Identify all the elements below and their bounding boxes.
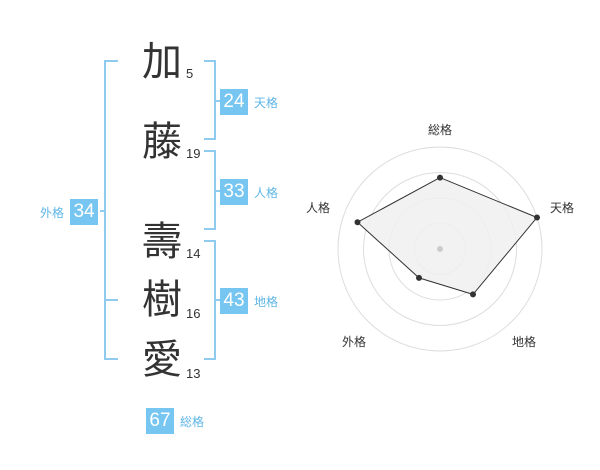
radar-axis-label-soukaku: 総格 xyxy=(428,122,452,137)
radar-axis-label-gaikaku: 外格 xyxy=(342,334,366,349)
stroke-count-2: 19 xyxy=(186,146,201,161)
jinkaku-label: 人格 xyxy=(254,185,279,200)
chikaku-badge: 43 地格 xyxy=(220,288,278,314)
name-char-2: 藤 xyxy=(142,119,182,165)
gaikaku-bracket xyxy=(104,60,118,360)
radar-points xyxy=(354,174,540,298)
radar-axis-label-tenkaku: 天格 xyxy=(550,200,574,215)
radar-polygon xyxy=(356,177,538,295)
gaikaku-badge: 34 外格 xyxy=(40,199,99,225)
name-char-1: 加 xyxy=(142,39,182,85)
radar-ring xyxy=(363,172,517,326)
radar-axis-label-chikaku: 地格 xyxy=(512,334,536,349)
tenkaku-badge: 24 天格 xyxy=(220,89,278,115)
chikaku-bracket-tick xyxy=(216,299,220,301)
jinkaku-value: 33 xyxy=(220,179,248,205)
radar-point-1 xyxy=(437,174,443,181)
soukaku-badge: 67 総格 xyxy=(146,408,204,434)
radar-axis-label-jinkaku: 人格 xyxy=(306,200,330,215)
stroke-count-1: 5 xyxy=(186,66,194,81)
name-char-3: 壽 xyxy=(142,219,182,265)
radar-point-4 xyxy=(416,274,422,281)
chikaku-value: 43 xyxy=(220,288,248,314)
gaikaku-bracket-tick xyxy=(100,210,104,212)
chikaku-label: 地格 xyxy=(254,294,279,309)
gaikaku-value: 34 xyxy=(70,199,99,225)
stroke-count-5: 13 xyxy=(186,366,201,381)
jinkaku-badge: 33 人格 xyxy=(220,179,278,205)
radar-point-3 xyxy=(470,291,476,298)
gaikaku-inner-tick xyxy=(104,299,118,301)
jinkaku-bracket xyxy=(204,150,216,230)
tenkaku-bracket xyxy=(204,60,216,140)
tenkaku-bracket-tick xyxy=(216,100,220,102)
name-char-4: 樹 xyxy=(142,277,182,323)
stroke-count-3: 14 xyxy=(186,246,201,261)
radar-ring xyxy=(337,146,543,352)
name-char-5: 愛 xyxy=(142,337,182,383)
jinkaku-bracket-tick xyxy=(216,190,220,192)
tenkaku-label: 天格 xyxy=(254,95,279,110)
tenkaku-value: 24 xyxy=(220,89,248,115)
radar-point-5 xyxy=(354,219,361,226)
soukaku-value: 67 xyxy=(146,408,174,434)
chikaku-bracket xyxy=(204,240,216,360)
soukaku-label: 総格 xyxy=(180,414,205,429)
radar-point-2 xyxy=(534,214,540,221)
gaikaku-label: 外格 xyxy=(40,205,65,220)
radar-center-dot xyxy=(437,246,443,252)
stroke-count-4: 16 xyxy=(186,306,201,321)
